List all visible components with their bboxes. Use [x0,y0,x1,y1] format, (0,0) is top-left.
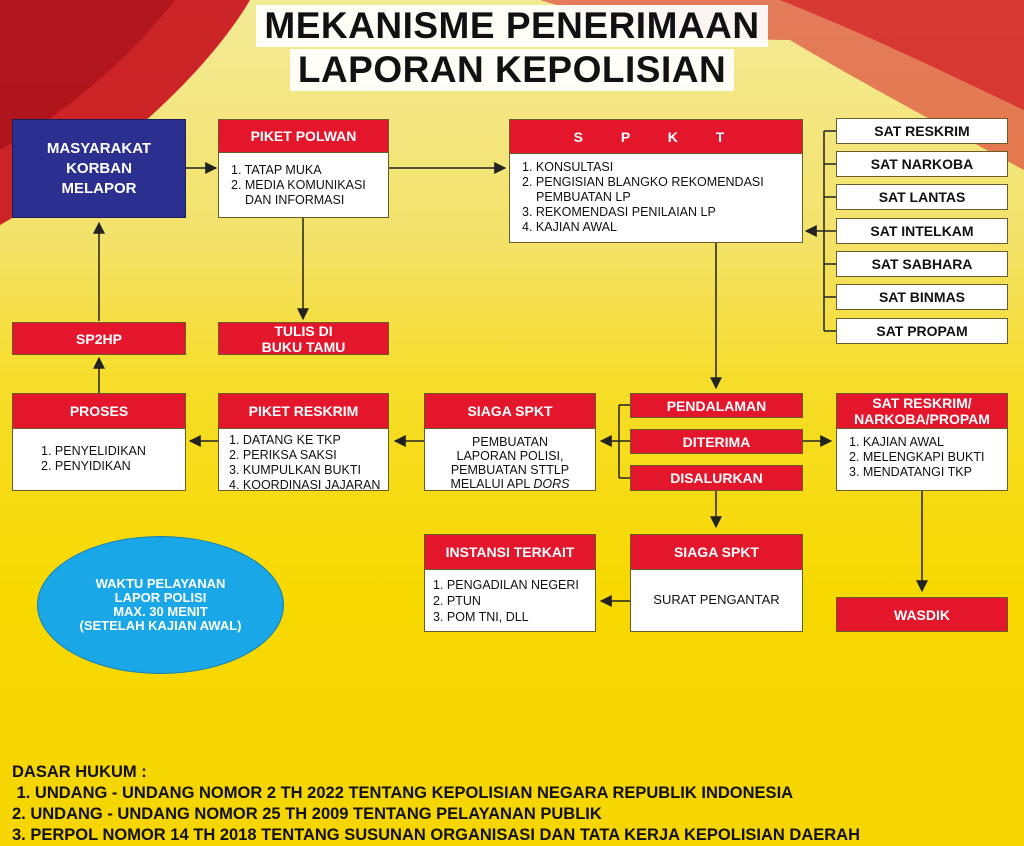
tulis-line-1: TULIS DI [274,323,332,339]
sat-unit-intelkam: SAT INTELKAM [836,218,1008,244]
siaga-spkt-dors: DORS [533,477,569,491]
sat-unit-lantas: SAT LANTAS [836,184,1008,210]
spkt-item: 3. REKOMENDASI PENILAIAN LP [522,205,802,220]
proses-item: 2. PENYIDIKAN [41,459,185,474]
waktu-line: WAKTU PELAYANAN [38,577,283,591]
disalurkan-box: DISALURKAN [630,465,803,491]
dasar-hukum-item: 3. PERPOL NOMOR 14 TH 2018 TENTANG SUSUN… [12,825,860,846]
spkt-box: S P K T 1. KONSULTASI 2. PENGISIAN BLANG… [509,119,803,243]
spkt-item: PEMBUATAN LP [522,190,802,205]
surat-pengantar-text: SURAT PENGANTAR [631,570,802,607]
instansi-item: 2. PTUN [433,593,595,609]
sat-rnp-header-line-2: NARKOBA/PROPAM [837,411,1007,427]
tulis-buku-tamu-box: TULIS DI BUKU TAMU [218,322,389,355]
instansi-item: 3. POM TNI, DLL [433,609,595,625]
siaga-spkt-box: SIAGA SPKT PEMBUATAN LAPORAN POLISI, PEM… [424,393,596,491]
sat-rnp-item: 2. MELENGKAPI BUKTI [849,450,1007,465]
masyarakat-line-1: MASYARAKAT [13,139,185,159]
piket-reskrim-item: 2. PERIKSA SAKSI [229,448,388,463]
sat-unit-sabhara: SAT SABHARA [836,251,1008,277]
page-title: MEKANISME PENERIMAAN LAPORAN KEPOLISIAN [0,4,1024,92]
sat-rnp-header: SAT RESKRIM/ NARKOBA/PROPAM [837,394,1007,429]
siaga-spkt-2-header: SIAGA SPKT [631,535,802,570]
proses-item: 1. PENYELIDIKAN [41,444,185,459]
siaga-spkt-header: SIAGA SPKT [425,394,595,429]
piket-reskrim-item: 1. DATANG KE TKP [229,433,388,448]
proses-box: PROSES 1. PENYELIDIKAN 2. PENYIDIKAN [12,393,186,491]
siaga-spkt-line: PEMBUATAN STTLP [425,463,595,477]
piket-polwan-item: DAN INFORMASI [231,193,388,208]
masyarakat-line-3: MELAPOR [13,179,185,199]
siaga-spkt-surat-box: SIAGA SPKT SURAT PENGANTAR [630,534,803,632]
piket-reskrim-item: 3. KUMPULKAN BUKTI [229,463,388,478]
spkt-item: 4. KAJIAN AWAL [522,220,802,235]
waktu-line: (SETELAH KAJIAN AWAL) [38,619,283,633]
siaga-spkt-line: LAPORAN POLISI, [425,449,595,463]
piket-polwan-item: 2. MEDIA KOMUNIKASI [231,178,388,193]
piket-reskrim-item: 4. KOORDINASI JAJARAN [229,478,388,493]
siaga-spkt-line-prefix: MELALUI APL [450,477,533,491]
sat-reskrim-narkoba-propam-box: SAT RESKRIM/ NARKOBA/PROPAM 1. KAJIAN AW… [836,393,1008,491]
spkt-header: S P K T [510,120,802,154]
waktu-pelayanan-ellipse: WAKTU PELAYANAN LAPOR POLISI MAX. 30 MEN… [37,536,284,674]
spkt-item: 1. KONSULTASI [522,160,802,175]
pendalaman-box: PENDALAMAN [630,393,803,418]
sat-unit-binmas: SAT BINMAS [836,284,1008,310]
instansi-terkait-box: INSTANSI TERKAIT 1. PENGADILAN NEGERI 2.… [424,534,596,632]
piket-reskrim-header: PIKET RESKRIM [219,394,388,429]
title-line-1: MEKANISME PENERIMAAN [256,5,767,47]
masyarakat-line-2: KORBAN [13,159,185,179]
sat-rnp-item: 1. KAJIAN AWAL [849,435,1007,450]
masyarakat-box: MASYARAKAT KORBAN MELAPOR [12,119,186,218]
sat-rnp-item: 3. MENDATANGI TKP [849,465,1007,480]
sp2hp-box: SP2HP [12,322,186,355]
siaga-spkt-line: PEMBUATAN [425,435,595,449]
sat-unit-reskrim: SAT RESKRIM [836,118,1008,144]
siaga-spkt-line: MELALUI APL DORS [425,477,595,491]
spkt-item: 2. PENGISIAN BLANGKO REKOMENDASI [522,175,802,190]
piket-reskrim-box: PIKET RESKRIM 1. DATANG KE TKP 2. PERIKS… [218,393,389,491]
dasar-hukum-item: 1. UNDANG - UNDANG NOMOR 2 TH 2022 TENTA… [12,783,860,804]
diterima-box: DITERIMA [630,429,803,454]
tulis-line-2: BUKU TAMU [262,339,346,355]
piket-polwan-item: 1. TATAP MUKA [231,163,388,178]
proses-header: PROSES [13,394,185,429]
instansi-header: INSTANSI TERKAIT [425,535,595,570]
waktu-line: LAPOR POLISI [38,591,283,605]
waktu-line: MAX. 30 MENIT [38,605,283,619]
piket-polwan-box: PIKET POLWAN 1. TATAP MUKA 2. MEDIA KOMU… [218,119,389,218]
piket-polwan-header: PIKET POLWAN [219,120,388,153]
dasar-hukum: DASAR HUKUM : 1. UNDANG - UNDANG NOMOR 2… [12,762,860,846]
sat-rnp-header-line-1: SAT RESKRIM/ [837,395,1007,411]
instansi-item: 1. PENGADILAN NEGERI [433,577,595,593]
sat-unit-propam: SAT PROPAM [836,318,1008,344]
dasar-hukum-heading: DASAR HUKUM : [12,762,860,783]
title-line-2: LAPORAN KEPOLISIAN [290,49,734,91]
wasdik-box: WASDIK [836,597,1008,632]
sat-unit-narkoba: SAT NARKOBA [836,151,1008,177]
dasar-hukum-item: 2. UNDANG - UNDANG NOMOR 25 TH 2009 TENT… [12,804,860,825]
